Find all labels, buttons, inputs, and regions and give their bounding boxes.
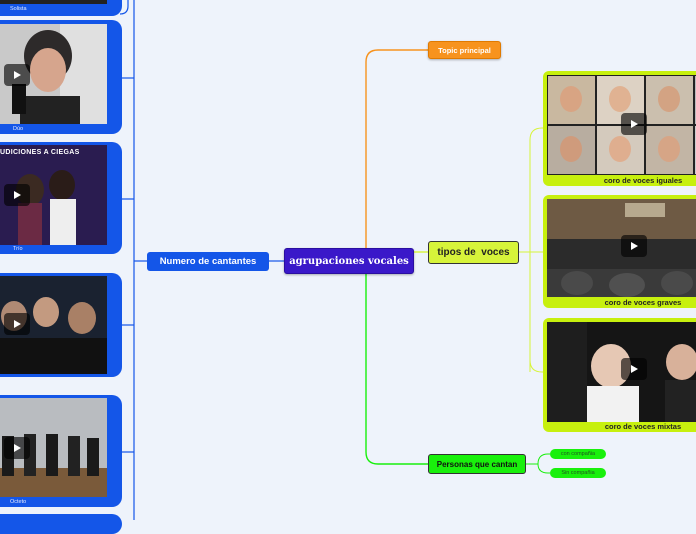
central-label: agrupaciones vocales bbox=[289, 255, 409, 267]
video-thumbnail[interactable] bbox=[0, 276, 107, 374]
video-card-voces-graves[interactable]: coro de voces graves bbox=[543, 195, 696, 308]
play-icon bbox=[631, 242, 638, 250]
play-button[interactable] bbox=[4, 437, 30, 459]
play-icon bbox=[631, 120, 638, 128]
video-overlay-text: UDICIONES A CIEGAS bbox=[0, 149, 80, 156]
play-icon bbox=[14, 320, 21, 328]
video-caption: Trío bbox=[13, 246, 23, 252]
video-thumbnail[interactable] bbox=[0, 398, 107, 497]
central-topic[interactable]: agrupaciones vocales bbox=[284, 248, 414, 274]
subtopic-label: Sin compañia bbox=[561, 470, 595, 476]
video-thumbnail[interactable] bbox=[0, 145, 107, 245]
play-icon bbox=[14, 191, 21, 199]
play-button[interactable] bbox=[4, 184, 30, 206]
video-thumbnail[interactable] bbox=[547, 322, 696, 422]
play-icon bbox=[14, 71, 21, 79]
play-icon bbox=[14, 444, 21, 452]
video-card-group[interactable] bbox=[0, 273, 122, 377]
topic-label: tipos de voces bbox=[437, 247, 510, 258]
video-caption: coro de voces iguales bbox=[603, 176, 683, 185]
topic-label: Numero de cantantes bbox=[159, 256, 257, 267]
video-caption: coro de voces graves bbox=[604, 298, 682, 307]
topic-principal[interactable]: Topic principal bbox=[428, 41, 501, 59]
play-button[interactable] bbox=[621, 358, 647, 380]
video-caption: Octeto bbox=[10, 499, 27, 505]
video-card-partial[interactable] bbox=[0, 514, 122, 534]
video-card-solista[interactable]: Solista bbox=[0, 0, 122, 16]
topic-label: Personas que cantan bbox=[436, 459, 518, 469]
connector-lines bbox=[119, 0, 550, 520]
subtopic-sin-compania[interactable]: Sin compañia bbox=[550, 468, 606, 478]
video-card-trio[interactable]: UDICIONES A CIEGAS Trío bbox=[0, 142, 122, 254]
video-caption: coro de voces mixtas bbox=[604, 422, 682, 431]
topic-label: Topic principal bbox=[438, 45, 491, 55]
subtopic-con-compania[interactable]: con compañia bbox=[550, 449, 606, 459]
video-card-octeto[interactable]: Octeto bbox=[0, 395, 122, 507]
video-thumbnail[interactable] bbox=[0, 0, 107, 4]
video-caption: Solista bbox=[10, 6, 27, 12]
play-button[interactable] bbox=[4, 313, 30, 335]
video-card-voces-iguales[interactable]: coro de voces iguales bbox=[543, 71, 696, 186]
video-card-voces-mixtas[interactable]: coro de voces mixtas bbox=[543, 318, 696, 432]
video-caption: Dúo bbox=[13, 126, 24, 132]
video-thumbnail[interactable] bbox=[547, 75, 696, 175]
video-thumbnail[interactable] bbox=[547, 199, 696, 297]
video-card-duo[interactable]: Dúo bbox=[0, 20, 122, 134]
play-button[interactable] bbox=[621, 235, 647, 257]
play-button[interactable] bbox=[4, 64, 30, 86]
subtopic-label: con compañia bbox=[560, 451, 596, 457]
topic-tipos-de-voces[interactable]: tipos de voces bbox=[428, 241, 519, 264]
play-icon bbox=[631, 365, 638, 373]
topic-numero-de-cantantes[interactable]: Numero de cantantes bbox=[147, 252, 269, 271]
play-button[interactable] bbox=[621, 113, 647, 135]
topic-personas-que-cantan[interactable]: Personas que cantan bbox=[428, 454, 526, 474]
